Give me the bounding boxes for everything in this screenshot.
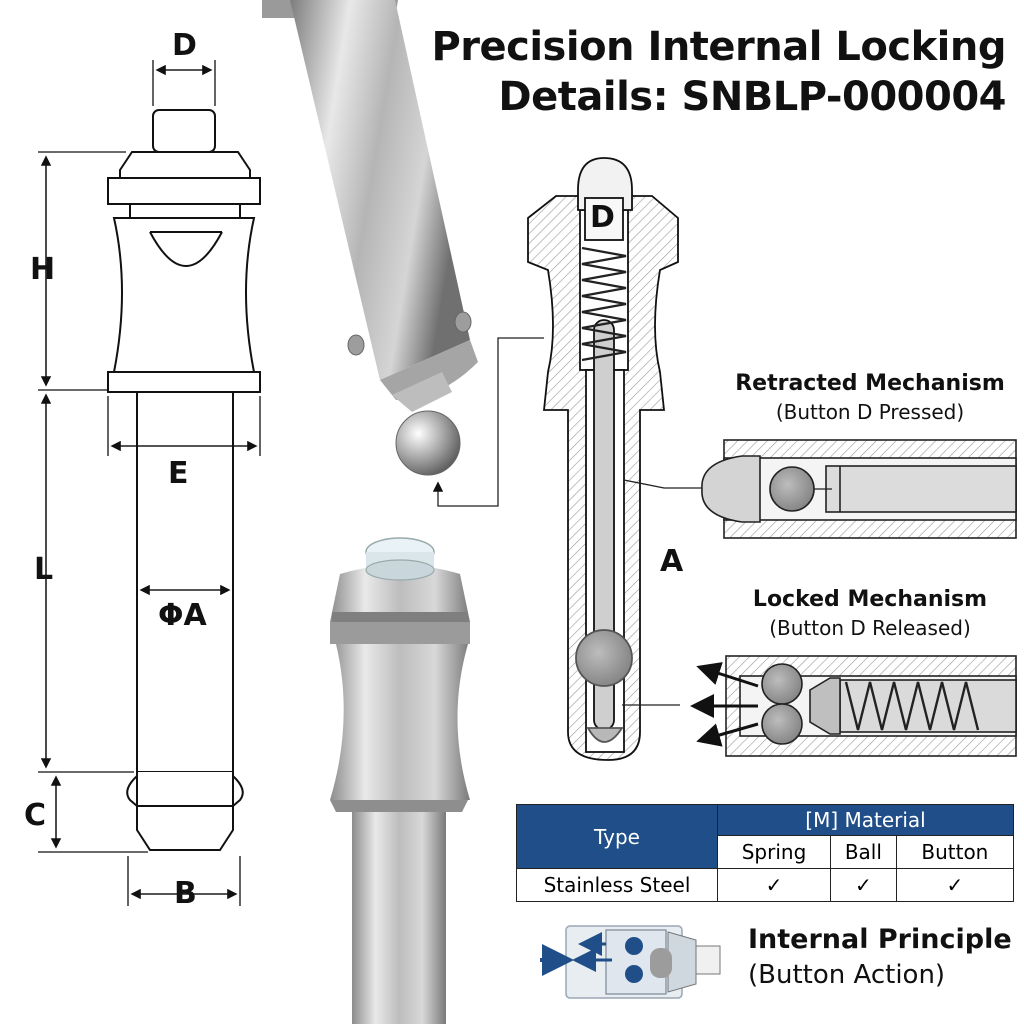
locked-caption: Locked Mechanism (Button D Released) xyxy=(724,586,1016,642)
dimension-label-h: H xyxy=(30,252,56,287)
row-label: Stainless Steel xyxy=(516,868,718,902)
dimension-label-d: D xyxy=(172,28,197,63)
locked-arrows xyxy=(690,662,759,747)
retracted-heading: Retracted Mechanism xyxy=(735,371,1005,396)
dimension-label-e: E xyxy=(168,456,189,491)
upright-pin-render xyxy=(330,537,470,1024)
retracted-detail xyxy=(701,439,1017,539)
principle-sub: (Button Action) xyxy=(748,960,946,990)
material-group-header: [M] Material xyxy=(717,804,1014,836)
material-table-column-row: Spring Ball Button xyxy=(517,835,1015,869)
dimension-label-c: C xyxy=(24,798,47,833)
section-label-d: D xyxy=(590,200,615,235)
principle-heading: Internal Principle xyxy=(748,924,1012,955)
dimension-label-phi-a: ΦA xyxy=(158,598,207,633)
page-title: Precision Internal Locking Details: SNBL… xyxy=(431,22,1006,122)
dimension-drawing xyxy=(107,109,261,851)
material-table: Type [M] Material Spring Ball Button Sta… xyxy=(516,804,1015,902)
locked-sub: (Button D Released) xyxy=(769,616,971,640)
column-header-button: Button xyxy=(895,835,1015,869)
check-spring: ✓ xyxy=(716,868,832,902)
dimension-lines xyxy=(38,60,261,906)
cross-section xyxy=(527,157,679,761)
principle-icon xyxy=(540,925,721,999)
retracted-caption: Retracted Mechanism (Button D Pressed) xyxy=(724,370,1016,426)
material-table-row: Stainless Steel ✓ ✓ ✓ xyxy=(516,868,1015,902)
section-label-a: A xyxy=(660,544,684,579)
dimension-label-l: L xyxy=(34,552,54,587)
title-line-2: Details: SNBLP-000004 xyxy=(498,74,1006,120)
title-line-1: Precision Internal Locking xyxy=(431,24,1006,70)
locked-heading: Locked Mechanism xyxy=(752,587,988,612)
type-header: Type xyxy=(516,804,718,869)
column-header-ball: Ball xyxy=(830,835,897,869)
check-button: ✓ xyxy=(895,868,1015,902)
angled-pin-render xyxy=(262,0,478,476)
retracted-sub: (Button D Pressed) xyxy=(775,400,965,424)
check-ball: ✓ xyxy=(830,868,897,902)
column-header-spring: Spring xyxy=(716,835,832,869)
principle-caption: Internal Principle (Button Action) xyxy=(748,922,1012,992)
locked-detail xyxy=(725,655,1017,757)
material-table-group-row: Type [M] Material xyxy=(516,804,1014,869)
dimension-label-b: B xyxy=(174,876,197,911)
